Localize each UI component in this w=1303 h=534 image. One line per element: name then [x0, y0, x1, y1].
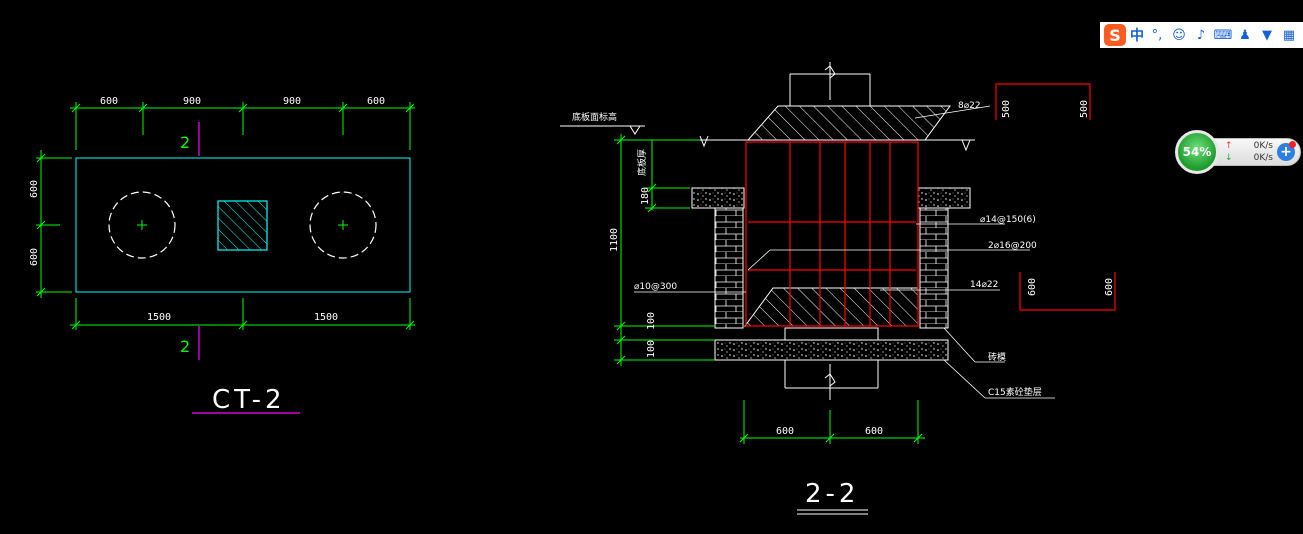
- detail1-dim-right: 500: [1079, 100, 1090, 118]
- label-bottom-bars: 14⌀22: [970, 280, 998, 290]
- dim-h3: 100: [646, 312, 657, 330]
- detail-bar-2: [1019, 272, 1116, 311]
- plan-bottom-dim-1: 1500: [147, 312, 171, 323]
- sogou-logo-icon[interactable]: S: [1104, 24, 1126, 46]
- pile-below: [784, 360, 879, 400]
- label-raft: 底板厚: [636, 149, 648, 176]
- label-side-bars: 2⌀16@200: [988, 241, 1037, 251]
- upload-arrow-icon: ↑: [1225, 141, 1233, 151]
- pile-right: [309, 191, 377, 259]
- section-mark-bottom: 2: [180, 337, 190, 356]
- brick-wall-left: [714, 207, 744, 329]
- detail1-dim-left: 500: [1001, 100, 1012, 118]
- plan-bottom-dimension: [70, 298, 415, 330]
- label-rebar-top: 8⌀22: [958, 101, 981, 111]
- c15-cushion: [714, 339, 949, 361]
- section-title: 2-2: [805, 479, 859, 509]
- plan-left-dim-1: 600: [29, 180, 40, 198]
- download-speed: ↓ 0K/s: [1225, 153, 1273, 163]
- top-slab-hatched: [746, 105, 951, 141]
- label-distribution: ⌀10@300: [634, 282, 677, 292]
- label-stirrup: ⌀14@150(6): [980, 215, 1036, 225]
- dim-bottom-right: 600: [865, 426, 883, 437]
- detail-bar-1: [995, 83, 1091, 120]
- base-hatched: [744, 287, 919, 327]
- label-masonry: 砖模: [988, 351, 1006, 363]
- section-view: 底板面标高: [560, 62, 1116, 515]
- dim-h4: 100: [646, 340, 657, 358]
- plan-top-dim-1: 600: [100, 96, 118, 107]
- pile-top: [784, 327, 879, 341]
- notification-dot: [1289, 141, 1296, 148]
- download-arrow-icon: ↓: [1225, 153, 1233, 163]
- pile-cap-outline: [75, 157, 411, 293]
- section-left-dimension: [614, 134, 715, 366]
- network-speed-widget[interactable]: 54% ↑0K/s ↓0K/s +: [1175, 130, 1301, 174]
- concrete-strip-right: [917, 187, 971, 209]
- upload-speed: ↑ 0K/s: [1225, 141, 1273, 151]
- column-hatched: [217, 200, 268, 251]
- plan-bottom-dim-2: 1500: [314, 312, 338, 323]
- skin-shirt-icon[interactable]: ▼: [1262, 27, 1272, 43]
- user-icon[interactable]: ♟: [1239, 27, 1251, 43]
- section-mark-top: 2: [180, 133, 190, 152]
- grid-menu-icon[interactable]: ▦: [1282, 27, 1296, 43]
- microphone-icon[interactable]: ♪: [1196, 27, 1206, 43]
- memory-gauge[interactable]: 54%: [1175, 130, 1219, 174]
- leaders: [634, 105, 1055, 399]
- column-above: [789, 62, 871, 106]
- plan-top-dim-4: 600: [367, 96, 385, 107]
- smiley-icon[interactable]: ☺: [1172, 27, 1186, 43]
- download-speed-value: 0K/s: [1253, 153, 1273, 163]
- plan-top-dimension: [70, 102, 415, 150]
- ime-punctuation-toggle[interactable]: °,: [1151, 27, 1163, 43]
- upload-speed-value: 0K/s: [1253, 141, 1273, 151]
- dim-h2: 180: [640, 187, 651, 205]
- detail2-dim-right: 600: [1104, 278, 1115, 296]
- dim-bottom-left: 600: [776, 426, 794, 437]
- plan-left-dimension: [36, 150, 72, 298]
- elevation-triangle: [629, 125, 641, 135]
- detail2-dim-left: 600: [1027, 278, 1038, 296]
- elevation-label: 底板面标高: [572, 111, 617, 123]
- plan-left-dim-2: 600: [29, 248, 40, 266]
- ime-language-toggle[interactable]: 中: [1130, 28, 1144, 44]
- dim-h1: 1100: [609, 228, 620, 252]
- rebar-cage: [745, 141, 919, 327]
- concrete-strip-left: [691, 187, 745, 209]
- pile-left: [108, 191, 176, 259]
- plan-top-dim-2: 900: [183, 96, 201, 107]
- brick-wall-right: [919, 207, 949, 329]
- section-bottom-dimension: [739, 400, 925, 444]
- plan-title: CT-2: [212, 385, 286, 415]
- ime-toolbar[interactable]: S 中 °, ☺ ♪ ⌨ ♟ ▼ ▦: [1100, 22, 1303, 48]
- plan-top-dim-3: 900: [283, 96, 301, 107]
- plan-view: 600 900 900 600 600 600: [29, 96, 415, 415]
- label-cushion: C15素砼垫层: [988, 386, 1042, 398]
- keyboard-icon[interactable]: ⌨: [1213, 27, 1233, 43]
